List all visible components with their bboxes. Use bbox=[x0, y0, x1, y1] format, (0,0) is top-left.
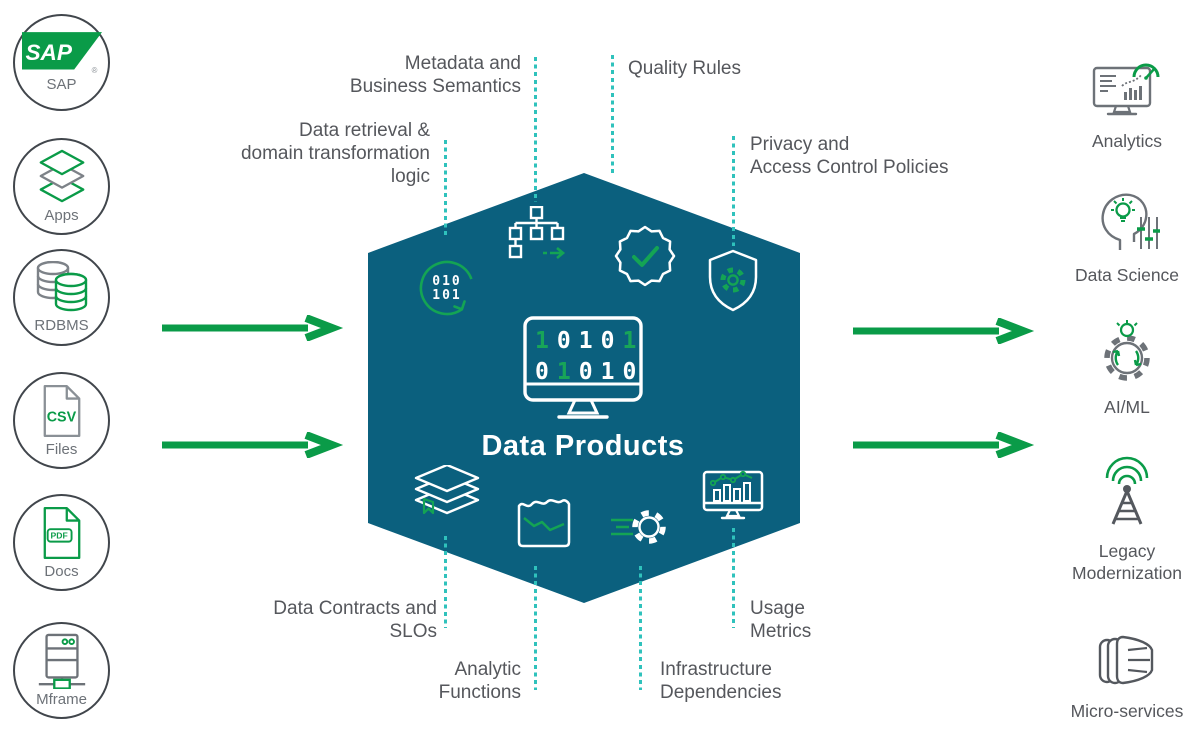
consumer-label-analytics: Analytics bbox=[1091, 131, 1163, 151]
source-files: CSV Files bbox=[13, 372, 110, 469]
source-mframe: Mframe bbox=[13, 622, 110, 719]
binary-digit: 0 bbox=[535, 359, 557, 385]
flow-arrow-left-top bbox=[162, 315, 344, 341]
flow-arrow-right-top bbox=[853, 318, 1035, 344]
connector-dotted-line bbox=[443, 536, 447, 628]
connector-dotted-line bbox=[638, 566, 642, 690]
flow-arrow-left-bottom bbox=[162, 432, 344, 458]
shield-gear-icon bbox=[708, 249, 758, 312]
head-lightbulb-sliders-icon bbox=[1101, 193, 1160, 250]
source-docs: PDF Docs bbox=[13, 494, 110, 591]
svg-text:101: 101 bbox=[432, 288, 461, 303]
binary-digit: 1 bbox=[535, 328, 557, 354]
source-label: Mframe bbox=[36, 691, 87, 708]
svg-text:SAP: SAP bbox=[25, 40, 72, 65]
data-products-hexagon bbox=[368, 173, 800, 603]
sap-logo-icon: SAP ® bbox=[21, 32, 102, 74]
mainframe-server-icon bbox=[38, 633, 85, 689]
monitor-bar-chart-icon bbox=[702, 470, 764, 520]
database-cylinders-icon bbox=[36, 261, 87, 312]
source-label: Apps bbox=[44, 207, 79, 224]
binary-digit: 0 bbox=[556, 328, 579, 354]
binary-row-1: 10101 bbox=[527, 328, 639, 354]
source-label: SAP bbox=[46, 76, 77, 93]
speed-gear-icon bbox=[611, 510, 666, 544]
svg-text:CSV: CSV bbox=[46, 410, 76, 426]
diagram-title: Data Products bbox=[481, 430, 685, 462]
svg-text:010: 010 bbox=[432, 274, 461, 289]
source-label: Docs bbox=[44, 563, 79, 580]
svg-text:®: ® bbox=[91, 66, 97, 74]
source-label: Files bbox=[45, 441, 78, 458]
connector-dotted-line bbox=[533, 57, 537, 202]
source-sap: SAP ® SAP bbox=[13, 14, 110, 111]
binary-cycle-badge-icon: 010 101 bbox=[419, 260, 473, 316]
stacked-panels-icon bbox=[1098, 635, 1154, 685]
connector-dotted-line bbox=[443, 140, 447, 238]
binary-digit: 1 bbox=[556, 359, 579, 385]
data-products-monitor-icon bbox=[523, 316, 643, 419]
stacked-layers-icon bbox=[39, 149, 84, 203]
flow-arrow-right-bottom bbox=[853, 432, 1035, 458]
source-apps: Apps bbox=[13, 138, 110, 235]
hierarchy-flow-icon bbox=[508, 206, 566, 259]
radio-tower-signal-icon bbox=[1105, 456, 1149, 525]
consumer-label-data-science: Data Science bbox=[1074, 265, 1180, 285]
binary-digit: 1 bbox=[622, 328, 645, 354]
stacked-books-bookmark-icon bbox=[414, 465, 480, 515]
binary-digit: 0 bbox=[578, 359, 601, 385]
svg-text:PDF: PDF bbox=[50, 531, 67, 541]
binary-digit: 0 bbox=[600, 328, 623, 354]
source-rdbms: RDBMS bbox=[13, 249, 110, 346]
binary-digit: 0 bbox=[622, 359, 645, 385]
connector-dotted-line bbox=[731, 136, 735, 246]
source-label: RDBMS bbox=[34, 317, 89, 334]
binary-digit: 1 bbox=[600, 359, 623, 385]
connector-dotted-line bbox=[731, 528, 735, 628]
csv-document-icon: CSV bbox=[43, 384, 80, 438]
binary-row-2: 01010 bbox=[527, 359, 639, 385]
connector-dotted-line bbox=[610, 55, 614, 175]
seal-checkmark-icon bbox=[614, 225, 676, 287]
connector-dotted-line bbox=[533, 566, 537, 690]
pdf-document-icon: PDF bbox=[43, 506, 80, 560]
consumer-label-micro-services: Micro-services bbox=[1070, 701, 1184, 721]
analytics-dashboard-icon bbox=[1092, 63, 1160, 116]
capability-label-quality-rules: Quality Rules bbox=[628, 58, 741, 79]
gear-cycle-lightbulb-icon bbox=[1104, 320, 1150, 381]
consumer-label-ai-ml: AI/ML bbox=[1104, 397, 1150, 417]
binary-digit: 1 bbox=[578, 328, 601, 354]
wave-chart-icon bbox=[517, 499, 571, 548]
